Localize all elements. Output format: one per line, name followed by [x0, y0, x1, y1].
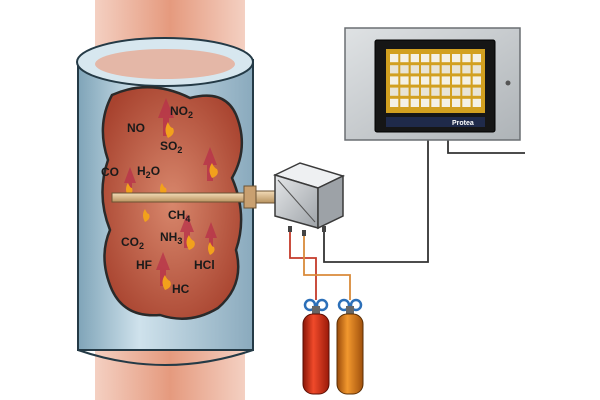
gas-label-ch4: CH4 [168, 208, 190, 224]
flame-icon [186, 235, 195, 250]
red-gas-line [289, 232, 317, 300]
gas-label-h2o: H2O [137, 164, 160, 180]
screen-cell [462, 54, 471, 63]
screen-cell [400, 54, 409, 63]
screen-cell [421, 76, 430, 85]
screen-cell [441, 65, 450, 74]
output-cable [447, 140, 525, 154]
screen-cell [462, 98, 471, 107]
gas-label-so2: SO2 [160, 139, 182, 155]
control-panel: Protea [344, 27, 521, 141]
screen-cell [452, 54, 461, 63]
screen-cell [462, 76, 471, 85]
screen-grid [390, 54, 481, 107]
red-cylinder [302, 298, 330, 395]
screen-cell [410, 54, 419, 63]
screen-cell [441, 54, 450, 63]
duct-bottom-rim [77, 349, 254, 366]
flame-icon [209, 163, 218, 178]
screen-cell [410, 87, 419, 96]
screen-cell [390, 65, 399, 74]
screen-cell [390, 54, 399, 63]
screen-cell [441, 98, 450, 107]
screen-cell [431, 54, 440, 63]
screen-cell [431, 87, 440, 96]
gas-label-hcl: HCl [194, 258, 215, 272]
gas-label-hf: HF [136, 258, 152, 272]
screen-cell [452, 87, 461, 96]
gas-label-nh3: NH3 [160, 230, 182, 246]
screen-cell [410, 98, 419, 107]
screen-cell [472, 87, 481, 96]
screen-cell [431, 98, 440, 107]
screen-cell [421, 54, 430, 63]
analyser-box [272, 162, 346, 236]
screen-cell [431, 65, 440, 74]
gas-label-co2: CO2 [121, 235, 144, 251]
screen-cell [400, 76, 409, 85]
screen-cell [431, 76, 440, 85]
duct-cutaway [101, 86, 244, 320]
flame-icon [143, 209, 150, 222]
gas-label-hc: HC [172, 282, 190, 296]
screen-cell [441, 76, 450, 85]
screen-cell [472, 76, 481, 85]
screen-cell [462, 65, 471, 74]
screen-cell [472, 54, 481, 63]
orange-cylinder [336, 298, 364, 395]
gas-flow-arrows [124, 98, 217, 286]
screen-cell [410, 76, 419, 85]
screen-cell [421, 98, 430, 107]
screen-cell [452, 98, 461, 107]
screen-cell [452, 76, 461, 85]
flame-icon [165, 122, 174, 138]
screen-cell [400, 87, 409, 96]
screen-cell [472, 65, 481, 74]
gas-label-no: NO [127, 121, 145, 135]
flame-icon [208, 242, 215, 255]
screen-cell [462, 87, 471, 96]
sampling-probe [111, 185, 277, 209]
screen-cell [410, 65, 419, 74]
screen-cell [421, 65, 430, 74]
screen-cell [441, 87, 450, 96]
flame-icon [162, 275, 171, 290]
screen-cell [390, 76, 399, 85]
screen-cell [400, 65, 409, 74]
gas-label-co: CO [101, 165, 119, 179]
gas-labels: NO2 NO SO2 CO H2O CH4 CO2 NH3 HF HCl HC [101, 104, 215, 296]
screen-cell [421, 87, 430, 96]
screen-cell [400, 98, 409, 107]
orange-gas-line [303, 236, 351, 300]
screen-cell [390, 87, 399, 96]
gas-label-no2: NO2 [170, 104, 193, 120]
signal-cable [323, 140, 429, 263]
screen-cell [472, 98, 481, 107]
monitor-brand: Protea [452, 120, 474, 127]
screen-cell [390, 98, 399, 107]
status-led [505, 80, 511, 86]
screen-cell [452, 65, 461, 74]
